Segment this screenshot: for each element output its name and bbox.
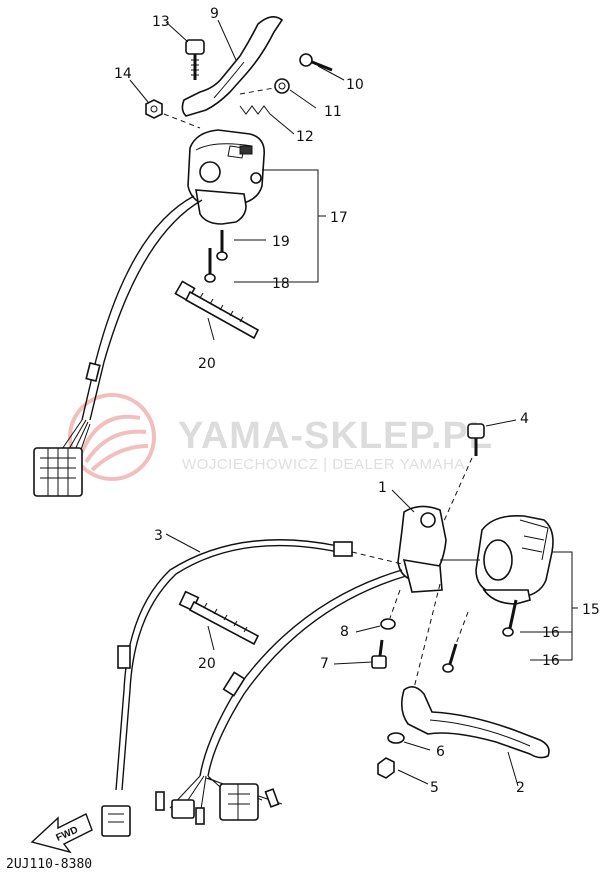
lower-cable (199, 569, 403, 777)
callout-17: 17 (330, 210, 348, 226)
spring-12 (239, 105, 271, 115)
dash-16 (455, 611, 469, 645)
cable-3 (115, 539, 403, 791)
callout-3: 3 (154, 528, 163, 544)
upper-connector (33, 447, 83, 497)
upper-cable (81, 195, 195, 421)
screw-18 (204, 248, 216, 283)
callout-13: 13 (152, 14, 170, 30)
watermark-title: YAMA-SKLEP.PL (178, 415, 493, 457)
callout-14: 14 (114, 66, 132, 82)
dash-11 (239, 87, 275, 95)
connector-center (219, 783, 259, 821)
leader-11 (289, 89, 317, 109)
connector-small (155, 788, 280, 825)
bolt-7 (371, 639, 387, 669)
diagram-code: 2UJ110-8380 (6, 857, 92, 872)
callout-20-upper: 20 (198, 356, 216, 372)
dash-2 (413, 583, 441, 689)
leader-1 (391, 489, 415, 513)
callout-1: 1 (378, 480, 387, 496)
bolt-4 (467, 423, 485, 456)
leader-13 (165, 21, 189, 43)
callout-9: 9 (210, 6, 219, 22)
callout-8: 8 (340, 624, 349, 640)
dash-14 (163, 113, 201, 129)
lever-9 (181, 16, 284, 117)
nut-5 (377, 757, 395, 779)
dash-8 (389, 589, 401, 619)
upper-wires (59, 419, 91, 459)
screw-19 (216, 230, 228, 261)
callout-19: 19 (272, 234, 290, 250)
leader-20-lower (207, 625, 215, 651)
leader-12 (269, 113, 295, 135)
leader-9 (217, 19, 237, 61)
leader-10 (317, 65, 345, 81)
washer-6 (387, 732, 405, 744)
leader-5 (397, 769, 429, 785)
bracket-15 (520, 551, 578, 661)
callout-16-b: 16 (542, 653, 560, 669)
callout-10: 10 (346, 77, 364, 93)
leader-2 (507, 751, 519, 787)
watermark-subtitle: WOJCIECHOWICZ | DEALER YAMAHA (182, 456, 465, 473)
callout-5: 5 (430, 780, 439, 796)
leader-3 (165, 533, 201, 553)
leader-20-upper (207, 317, 215, 341)
washer-11 (274, 78, 290, 94)
callout-11: 11 (324, 104, 342, 120)
screw-16-b (442, 643, 458, 673)
upper-cable-edge (89, 199, 203, 421)
leader-7 (333, 661, 373, 665)
nut-14 (145, 99, 163, 119)
cable-tie-20-upper (174, 280, 260, 340)
callout-4: 4 (520, 411, 529, 427)
connector-left (101, 805, 131, 837)
leader-14 (129, 79, 149, 103)
bracket-17 (234, 169, 326, 283)
screw-16-a (502, 599, 518, 637)
switch-housing-15 (475, 514, 554, 605)
leader-6 (403, 741, 431, 751)
callout-2: 2 (516, 780, 525, 796)
callout-18: 18 (272, 276, 290, 292)
callout-15: 15 (582, 602, 600, 618)
lower-cable-edge (207, 575, 407, 777)
watermark: YAMA-SKLEP.PL WOJCIECHOWICZ | DEALER YAM… (68, 393, 493, 481)
switch-housing-17 (187, 129, 266, 225)
callout-12: 12 (296, 129, 314, 145)
leader-8 (355, 625, 381, 633)
bolt-13 (185, 39, 205, 80)
washer-8 (380, 618, 396, 630)
callout-6: 6 (436, 744, 445, 760)
cable-tie-20-lower (178, 590, 260, 646)
callout-16-a: 16 (542, 625, 560, 641)
leader-4 (485, 419, 517, 427)
lever-holder-1 (397, 505, 447, 593)
callout-20-lower: 20 (198, 656, 216, 672)
lower-wires (169, 775, 283, 817)
callout-7: 7 (320, 656, 329, 672)
lever-2 (400, 686, 550, 759)
screw-10 (299, 53, 333, 72)
fwd-arrow: FWD (30, 813, 93, 854)
